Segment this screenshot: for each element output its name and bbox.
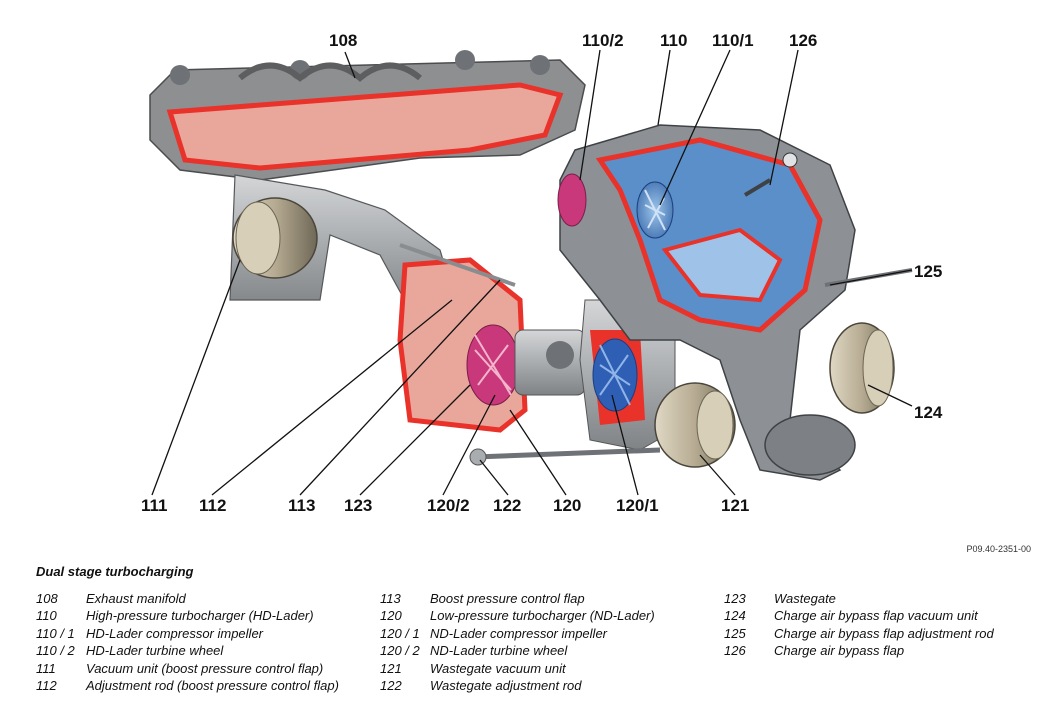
legend-item: 110 / 2 HD-Lader turbine wheel <box>36 642 339 659</box>
legend-number: 121 <box>380 660 402 676</box>
lp-turbine-housing <box>397 257 528 433</box>
legend-number: 112 <box>36 677 57 693</box>
callout-120: 120 <box>553 496 582 515</box>
legend-number: 123 <box>724 591 746 606</box>
lp-turbocharger-120 <box>514 299 676 451</box>
legend-text: Charge air bypass flap adjustment rod <box>774 625 994 641</box>
legend-text: Adjustment rod (boost pressure control f… <box>86 677 339 693</box>
legend-item: 113 Boost pressure control flap <box>380 590 655 607</box>
legend-number: 108 <box>36 591 58 606</box>
legend-item: 120 / 1 ND-Lader compressor impeller <box>380 625 655 642</box>
leader-lines <box>151 49 913 496</box>
legend-number: 110 / 2 <box>36 643 75 659</box>
legend-text: Low-pressure turbocharger (ND-Lader) <box>430 608 655 624</box>
legend-number: 111 <box>36 660 56 676</box>
legend-item: 120 Low-pressure turbocharger (ND-Lader) <box>380 607 655 624</box>
legend-item: 124 Charge air bypass flap vacuum unit <box>724 607 994 624</box>
legend-item: 111 Vacuum unit (boost pressure control f… <box>36 660 339 677</box>
legend-item: 121 Wastegate vacuum unit <box>380 660 655 677</box>
legend-text: HD-Lader turbine wheel <box>86 643 224 659</box>
callout-111: 111 <box>141 496 168 515</box>
callout-126: 126 <box>789 31 818 50</box>
callout-108: 108 <box>329 31 358 50</box>
wastegate-vacuum-unit-121 <box>654 382 736 468</box>
legend-text: Exhaust manifold <box>86 591 186 606</box>
legend-number: 126 <box>724 643 746 659</box>
legend-number: 113 <box>380 591 401 606</box>
callout-120-2: 120/2 <box>427 496 470 515</box>
callout-120-1: 120/1 <box>616 496 659 515</box>
legend-item: 110 High-pressure turbocharger (HD-Lader) <box>36 607 339 624</box>
callout-124: 124 <box>914 403 943 422</box>
legend-number: 125 <box>724 625 746 641</box>
callout-125: 125 <box>914 262 943 281</box>
legend-item: 122 Wastegate adjustment rod <box>380 677 655 694</box>
callout-113: 113 <box>288 496 316 515</box>
callout-110-1: 110/1 <box>712 31 754 50</box>
legend-item: 123 Wastegate <box>724 590 994 607</box>
legend-text: ND-Lader compressor impeller <box>430 625 607 641</box>
legend-column-1: 108 Exhaust manifold 110 High-pressure tur… <box>36 590 339 694</box>
legend-text: ND-Lader turbine wheel <box>430 643 568 659</box>
reference-code: P09.40-2351-00 <box>966 544 1031 554</box>
charge-air-bypass-vacuum-unit-124 <box>824 268 913 414</box>
legend-item: 108 Exhaust manifold <box>36 590 339 607</box>
turbocharger-cutaway-illustration <box>149 49 913 496</box>
legend-text: Vacuum unit (boost pressure control flap… <box>86 660 324 676</box>
legend-text: Wastegate vacuum unit <box>430 660 566 676</box>
legend-number: 110 / 1 <box>36 625 75 641</box>
legend-text: Wastegate <box>774 591 836 606</box>
legend-column-2: 113 Boost pressure control flap 120 Low-pr… <box>380 590 655 694</box>
legend-number: 110 <box>36 608 57 624</box>
outlet-flange <box>764 414 856 476</box>
legend-text: HD-Lader compressor impeller <box>86 625 263 641</box>
legend-item: 120 / 2 ND-Lader turbine wheel <box>380 642 655 659</box>
legend-item: 110 / 1 HD-Lader compressor impeller <box>36 625 339 642</box>
callout-112: 112 <box>199 496 227 515</box>
legend-number: 122 <box>380 677 402 693</box>
callout-110: 110 <box>660 31 688 50</box>
legend-text: Charge air bypass flap <box>774 643 905 659</box>
legend-text: Charge air bypass flap vacuum unit <box>774 608 978 624</box>
legend-text: High-pressure turbocharger (HD-Lader) <box>86 608 314 624</box>
legend-text: Boost pressure control flap <box>430 591 585 606</box>
hp-turbocharger-110 <box>557 124 856 481</box>
legend-column-3: 123 Wastegate 124 Charge air bypass flap v… <box>724 590 994 660</box>
legend-number: 120 / 2 <box>380 643 420 659</box>
legend-item: 126 Charge air bypass flap <box>724 642 994 659</box>
vacuum-unit-111 <box>229 174 456 311</box>
legend-number: 124 <box>724 608 746 624</box>
exhaust-manifold-108 <box>149 50 586 181</box>
adjustment-rod-112 <box>399 243 516 287</box>
legend-number: 120 <box>380 608 402 624</box>
legend-item: 112 Adjustment rod (boost pressure contro… <box>36 677 339 694</box>
legend-text: Wastegate adjustment rod <box>430 677 582 693</box>
wastegate-adjustment-rod-122 <box>474 447 661 460</box>
callout-121: 121 <box>721 496 750 515</box>
legend-number: 120 / 1 <box>380 625 420 641</box>
callout-123: 123 <box>344 496 373 515</box>
caption-title: Dual stage turbocharging <box>36 564 194 579</box>
legend-item: 125 Charge air bypass flap adjustment rod <box>724 625 994 642</box>
callout-110-2: 110/2 <box>582 31 624 50</box>
callout-122: 122 <box>493 496 522 515</box>
